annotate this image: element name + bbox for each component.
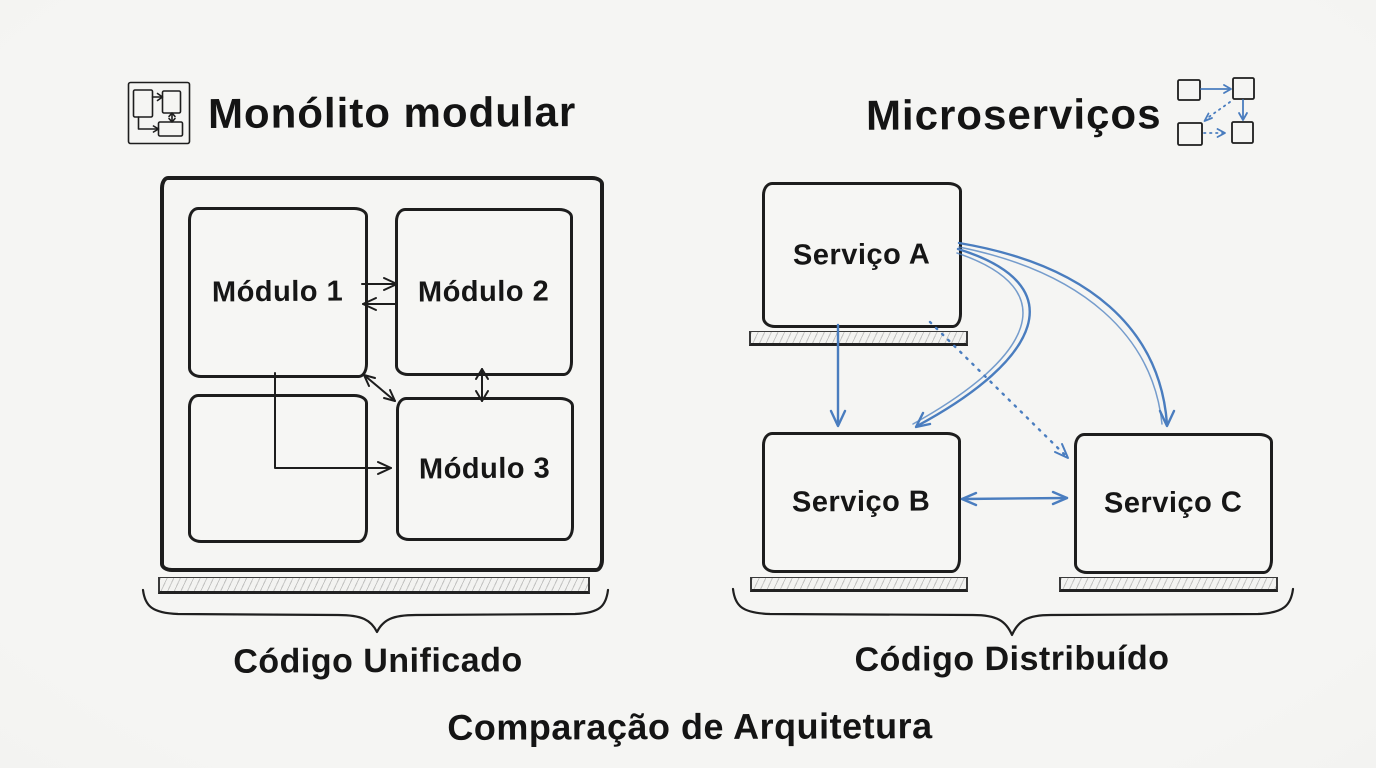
- modulo-1-box: Módulo 1: [188, 207, 368, 378]
- left-brace: [141, 588, 610, 634]
- left-footer-label: Código Unificado: [233, 641, 523, 681]
- modulo-2-label: Módulo 2: [418, 275, 550, 308]
- microservices-network-icon: [1177, 77, 1255, 146]
- empty-module-box: [188, 394, 368, 543]
- left-panel-title: Monólito modular: [207, 88, 577, 137]
- servico-a-box: Serviço A: [762, 182, 962, 328]
- servico-c-box: Serviço C: [1074, 433, 1273, 574]
- servico-c-code-bar: [1059, 577, 1278, 592]
- diagram-caption: Comparação de Arquitetura: [447, 705, 933, 748]
- right-footer-label: Código Distribuído: [854, 639, 1170, 679]
- monolith-container-box: [160, 176, 604, 572]
- modulo-2-box: Módulo 2: [395, 208, 573, 376]
- modulo-3-box: Módulo 3: [396, 397, 574, 541]
- servico-b-label: Serviço B: [792, 485, 931, 519]
- servico-c-label: Serviço C: [1104, 486, 1243, 520]
- servico-a-code-bar: [749, 331, 968, 346]
- monolith-modules-icon: [127, 81, 191, 145]
- servico-b-code-bar: [750, 577, 968, 592]
- monolith-code-platform-bar: [158, 577, 590, 594]
- arrow-servico-b-servico-c-bidirectional: [960, 490, 1069, 507]
- right-panel-title: Microserviços: [865, 90, 1162, 139]
- modulo-3-label: Módulo 3: [419, 452, 551, 485]
- arrow-servico-a-to-servico-c-curved: [957, 241, 1176, 428]
- servico-b-box: Serviço B: [762, 432, 961, 573]
- servico-a-label: Serviço A: [793, 238, 931, 271]
- modulo-1-label: Módulo 1: [212, 275, 344, 309]
- right-brace: [731, 587, 1295, 637]
